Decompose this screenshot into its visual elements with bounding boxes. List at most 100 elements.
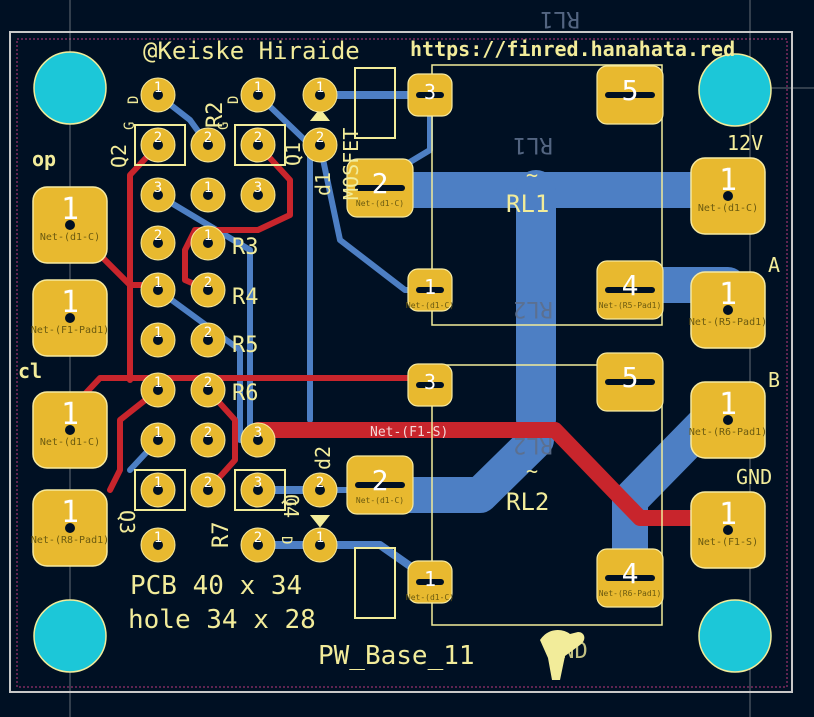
- q4-mosfet-outline: [354, 547, 396, 619]
- pad-number: 1: [316, 80, 324, 96]
- rl2-outline: [431, 364, 663, 626]
- pad-drill-hole: [153, 540, 163, 550]
- pad-drill-hole: [723, 525, 733, 535]
- tht-pad[interactable]: 2: [240, 527, 276, 563]
- relay-pad[interactable]: 5: [596, 352, 664, 412]
- tht-pad[interactable]: 1: [140, 472, 176, 508]
- q4-pin-g: G: [282, 498, 298, 506]
- pad-number: 1: [719, 387, 737, 422]
- pad-drill-hole: [253, 90, 263, 100]
- tht-pad[interactable]: 2: [190, 322, 226, 358]
- mount-hole-bottom-left[interactable]: [33, 599, 107, 673]
- q1-mosfet-outline: [354, 67, 396, 139]
- pad-net-label: Net-(d1-C): [356, 496, 404, 505]
- tht-pad[interactable]: 1: [140, 272, 176, 308]
- rl2-back-label: RL2: [513, 432, 553, 457]
- pad-drill-hole: [65, 313, 75, 323]
- tht-pad[interactable]: 1: [190, 225, 226, 261]
- pad-net-label: Net-(d1-C): [698, 203, 758, 214]
- relay-pad[interactable]: 3: [407, 363, 453, 407]
- tht-pad[interactable]: 1: [140, 322, 176, 358]
- tht-pad[interactable]: 2: [140, 127, 176, 163]
- tht-pad[interactable]: 1: [140, 372, 176, 408]
- tht-pad[interactable]: 1: [190, 177, 226, 213]
- tht-pad[interactable]: 3: [240, 472, 276, 508]
- mirrored-back-labels: RL1 RL1 RL2 RL2: [513, 6, 580, 457]
- tht-pad[interactable]: 1: [302, 527, 338, 563]
- r5-label: R5: [232, 333, 259, 358]
- q2-label: Q2: [107, 144, 131, 168]
- tht-pad[interactable]: 3: [240, 177, 276, 213]
- mount-hole-bottom-right[interactable]: [698, 599, 772, 673]
- label-cl: cl: [18, 359, 42, 383]
- pad-number: 2: [204, 475, 212, 491]
- tht-pad[interactable]: 2: [190, 472, 226, 508]
- tht-pad[interactable]: 1: [302, 77, 338, 113]
- pad-drill-hole: [203, 238, 213, 248]
- pad-net-label: Net-(R8-Pad1): [31, 535, 109, 546]
- tht-pad[interactable]: 2: [190, 272, 226, 308]
- tht-pad[interactable]: 2: [190, 127, 226, 163]
- rl1-mirror-label: RL1: [513, 132, 553, 157]
- pad-number: 1: [61, 192, 79, 227]
- tht-pad[interactable]: 2: [302, 127, 338, 163]
- pad-drill-hole: [153, 285, 163, 295]
- tht-pad[interactable]: 3: [140, 177, 176, 213]
- relay-pad[interactable]: 5: [596, 65, 664, 125]
- q1-outline: [234, 124, 286, 166]
- pad-number: 1: [154, 375, 162, 391]
- pad-drill-hole: [723, 191, 733, 201]
- pad-drill-hole: [315, 90, 325, 100]
- label-b: B: [768, 368, 780, 392]
- tht-pad[interactable]: 2: [140, 225, 176, 261]
- pad-number: 1: [719, 277, 737, 312]
- tht-pad[interactable]: 2: [190, 422, 226, 458]
- d1-symbol: [309, 108, 331, 121]
- pad-number: 2: [372, 167, 389, 200]
- pad-drill-hole: [723, 415, 733, 425]
- tht-pad[interactable]: 1: [240, 77, 276, 113]
- pad-number: 2: [316, 130, 324, 146]
- pad-drill-hole: [723, 305, 733, 315]
- pad-number: 2: [204, 425, 212, 441]
- pad-drill-hole: [315, 140, 325, 150]
- pad-drill-hole: [153, 90, 163, 100]
- tht-pad[interactable]: 3: [240, 422, 276, 458]
- pad-number: 1: [154, 275, 162, 291]
- pad-number: 1: [719, 163, 737, 198]
- pad-number: 3: [154, 180, 162, 196]
- tht-pad[interactable]: 2: [240, 127, 276, 163]
- tht-pad[interactable]: 1: [140, 77, 176, 113]
- mount-hole-top-left[interactable]: [33, 51, 107, 125]
- mount-hole-top-right[interactable]: [698, 53, 772, 127]
- tht-pad[interactable]: 2: [302, 472, 338, 508]
- pad-drill-hole: [65, 220, 75, 230]
- pad-drill-hole: [203, 485, 213, 495]
- pad-number: 1: [254, 80, 262, 96]
- pad-number: 1: [424, 567, 436, 591]
- q1-pin-d: D: [226, 96, 242, 104]
- tht-pad[interactable]: 1: [140, 527, 176, 563]
- q2-pin-d: D: [126, 96, 142, 104]
- tht-pad[interactable]: 1: [140, 422, 176, 458]
- tht-pad[interactable]: 2: [190, 372, 226, 408]
- label-op: op: [32, 147, 56, 171]
- label-a: A: [768, 253, 780, 277]
- pad-number: 1: [204, 228, 212, 244]
- relay-pad[interactable]: 3: [407, 73, 453, 117]
- pad-slot: [605, 379, 655, 385]
